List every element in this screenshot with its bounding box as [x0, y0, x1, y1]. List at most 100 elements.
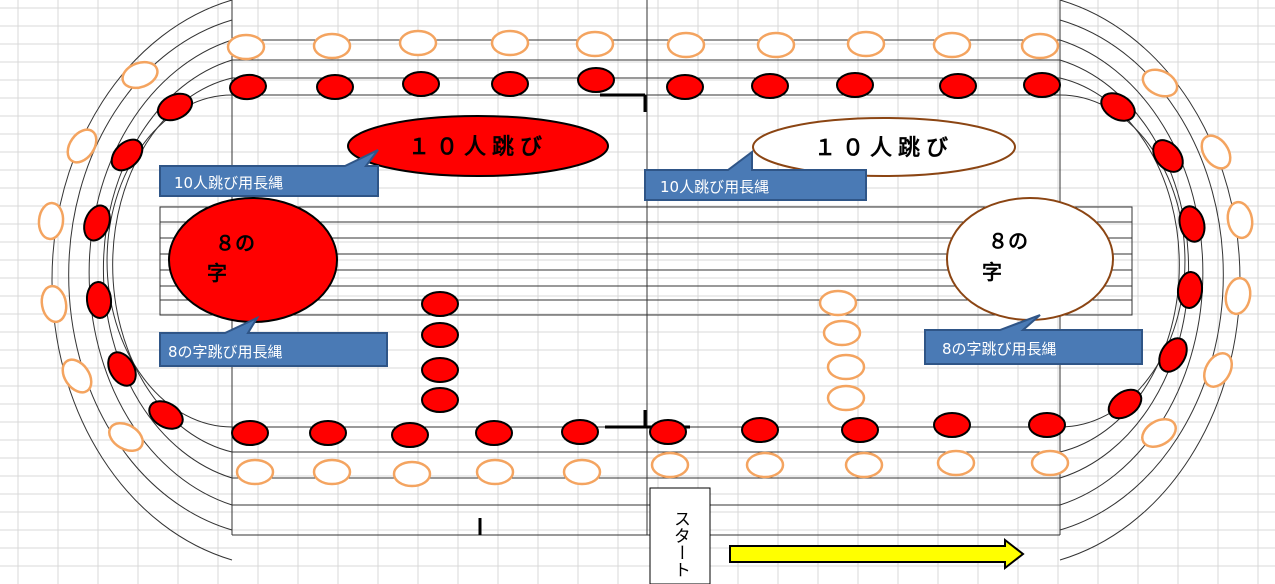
red-runner-marker	[229, 73, 267, 101]
red-runner-marker	[491, 71, 529, 97]
white-runner-marker	[226, 33, 266, 61]
red-runner-marker	[107, 351, 137, 387]
white-runner-marker	[475, 458, 515, 486]
red-runner-marker	[83, 204, 111, 242]
eight-white-circle	[946, 197, 1114, 321]
red-runner-marker	[939, 73, 977, 99]
red-runner-marker	[1178, 205, 1206, 243]
white-runner-marker	[1020, 32, 1060, 60]
red-runner-marker	[741, 417, 779, 443]
white-runner-marker	[66, 128, 98, 164]
callout-ten-left: 10人跳び用長縄	[159, 149, 379, 197]
ten-jump-white-ellipse	[752, 117, 1016, 177]
white-runner-marker	[818, 289, 858, 317]
white-runner-marker	[822, 319, 862, 347]
white-runner-marker	[1224, 276, 1252, 316]
eight-white-label-line1: ８の	[988, 229, 1028, 253]
white-runner-marker	[650, 451, 690, 479]
red-runner-marker	[1100, 92, 1136, 122]
white-runner-marker	[61, 358, 93, 394]
red-runner-marker	[148, 400, 184, 430]
red-runner-marker	[85, 281, 113, 319]
red-runner-marker	[309, 420, 347, 446]
red-runner-marker	[316, 74, 354, 100]
red-runner-marker	[561, 419, 599, 445]
runner-markers	[37, 29, 1254, 488]
red-runner-marker	[1023, 72, 1061, 98]
white-runner-marker	[312, 458, 352, 486]
eight-zone-frame	[159, 206, 1133, 316]
red-runner-marker	[421, 322, 459, 348]
white-runner-marker	[1200, 134, 1232, 170]
red-runner-marker	[1176, 271, 1204, 309]
white-runner-marker	[312, 32, 352, 60]
start-label: スタート	[670, 510, 690, 578]
red-runner-marker	[421, 357, 459, 383]
callout-ten-right: 10人跳び用長縄	[644, 150, 867, 201]
white-runner-marker	[40, 284, 68, 324]
white-runner-marker	[936, 449, 976, 477]
white-runner-marker	[666, 31, 706, 59]
white-runner-marker	[398, 29, 438, 57]
red-runner-marker	[1028, 412, 1066, 438]
white-runner-marker	[1141, 418, 1177, 448]
callout-eight-left: 8の字跳び用長縄	[159, 315, 388, 367]
red-runner-marker	[1158, 337, 1188, 373]
direction-arrow	[729, 537, 1025, 571]
red-runner-marker	[402, 71, 440, 97]
ten-jump-red-label: １０人跳び	[408, 134, 548, 160]
callout-eight-right: 8の字跳び用長縄	[924, 314, 1143, 365]
white-runner-marker	[745, 451, 785, 479]
white-runner-marker	[844, 451, 884, 479]
white-runner-marker	[108, 422, 144, 452]
red-runner-marker	[841, 417, 879, 443]
eight-red-label-line2: 字	[207, 261, 227, 285]
red-runner-marker	[421, 291, 459, 317]
red-runner-marker	[421, 387, 459, 413]
eight-white-label-line2: 字	[982, 260, 1002, 284]
red-runner-marker	[933, 412, 971, 438]
eight-red-label-line1: ８の	[215, 231, 255, 255]
red-runner-marker	[1152, 139, 1184, 173]
white-runner-marker	[562, 458, 602, 486]
ten-jump-white-label: １０人跳び	[814, 135, 954, 161]
track-lane-5-right	[1059, 19, 1224, 531]
red-runner-marker	[475, 420, 513, 446]
white-runner-marker	[392, 460, 432, 488]
red-runner-marker	[577, 67, 615, 93]
track-lane-4-right	[1059, 39, 1204, 506]
white-runner-marker	[826, 384, 866, 412]
start-box	[649, 487, 711, 584]
white-runner-marker	[846, 30, 886, 58]
red-runner-marker	[836, 72, 874, 98]
track-lane-6	[51, 0, 233, 561]
red-runner-marker	[1107, 388, 1143, 420]
white-runner-marker	[575, 30, 615, 58]
white-runner-marker	[1203, 352, 1233, 388]
white-runner-marker	[1226, 200, 1254, 240]
callout-eight-right-text: 8の字跳び用長縄	[942, 340, 1057, 358]
white-runner-marker	[1030, 449, 1070, 477]
callout-ten-left-text: 10人跳び用長縄	[174, 174, 283, 192]
white-runner-marker	[235, 458, 275, 486]
red-runner-marker	[110, 138, 144, 172]
ten-jump-red-ellipse	[347, 115, 609, 177]
red-runner-marker	[649, 419, 687, 445]
white-runner-marker	[756, 31, 796, 59]
white-runner-marker	[37, 201, 65, 241]
red-runner-marker	[231, 420, 269, 446]
red-runner-marker	[391, 422, 429, 448]
white-runner-marker	[1141, 68, 1179, 98]
red-runner-marker	[751, 73, 789, 99]
eight-red-circle	[168, 197, 338, 323]
red-runner-marker	[666, 74, 704, 100]
white-runner-marker	[121, 60, 159, 90]
white-runner-marker	[932, 31, 972, 59]
red-runner-marker	[156, 92, 194, 122]
white-runner-marker	[826, 353, 866, 381]
track-lane-4	[88, 39, 233, 506]
callout-ten-right-text: 10人跳び用長縄	[660, 178, 769, 196]
callout-eight-left-text: 8の字跳び用長縄	[168, 343, 283, 361]
